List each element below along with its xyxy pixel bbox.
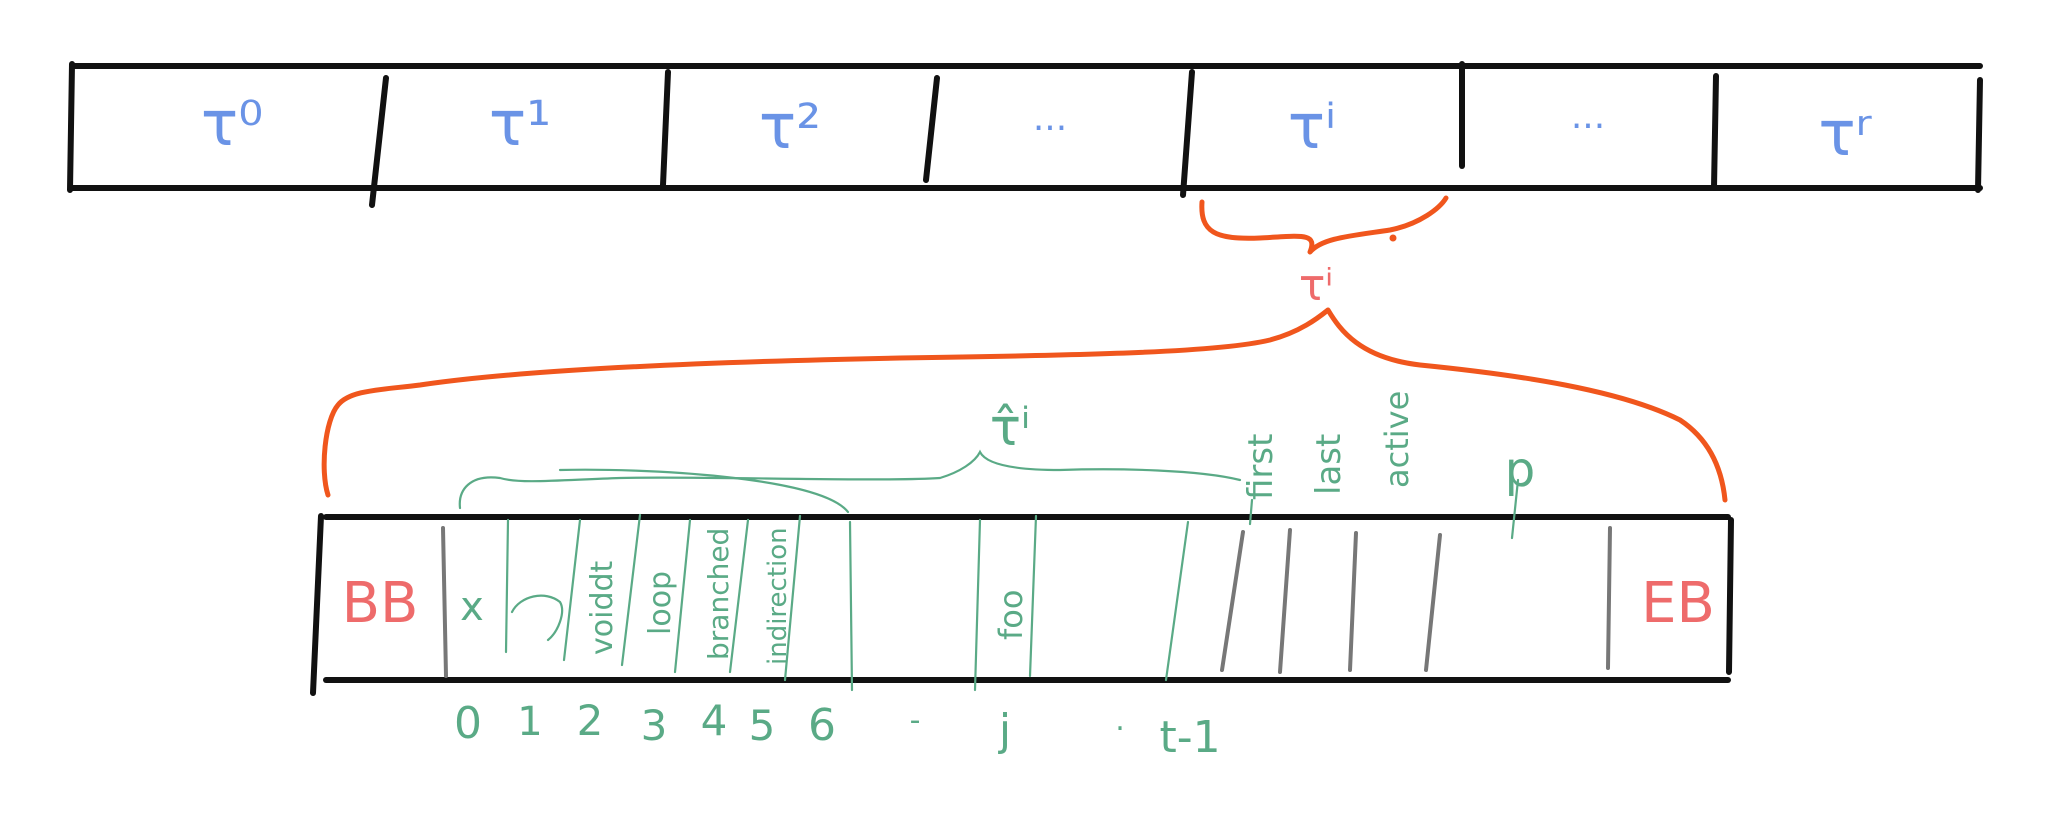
slot-divider-green-8 (1028, 514, 1038, 678)
slot-word-1: loop (643, 571, 678, 635)
top-cell-2: τ² (759, 90, 821, 163)
index-3: 3 (641, 701, 668, 750)
index-j: j (998, 705, 1011, 756)
pointer-first-label: first (1241, 434, 1281, 500)
slot-divider-gray-4 (1424, 533, 1442, 672)
slot-foo-label: foo (992, 590, 1030, 640)
top-cell-4: τⁱ (1288, 90, 1336, 163)
slot-divider-green-4 (728, 518, 750, 674)
large-brace (321, 307, 1728, 503)
slot-word-2: branched (702, 528, 735, 660)
slot-divider-gray-1 (1220, 530, 1245, 672)
green-brace (458, 449, 1242, 510)
slot-divider-green-2 (620, 513, 642, 667)
p-pointer (1510, 478, 1520, 540)
bottom-array: BB EB x voiddt loop branched indirection… (310, 391, 1734, 696)
selected-trace-label: τⁱ (1299, 260, 1333, 311)
green-brace-arc (558, 468, 850, 514)
top-divider-6 (1711, 73, 1719, 191)
index-6: 6 (808, 700, 836, 751)
index-5: 5 (749, 701, 776, 750)
begin-block-label: BB (342, 571, 419, 636)
pointer-last-label: last (1309, 434, 1349, 495)
index-dot: . (1115, 703, 1125, 738)
slot-word-3: indirection (763, 527, 793, 665)
first-pointer (1248, 498, 1254, 526)
top-cell-6: τʳ (1818, 97, 1872, 170)
slot-divider-gray-2 (1278, 528, 1292, 674)
top-divider-4 (1180, 69, 1195, 198)
slot-divider-green-0 (504, 518, 510, 654)
slot-divider-green-9 (1164, 520, 1190, 682)
slot-scribble (510, 594, 564, 642)
end-block-label: EB (1641, 571, 1715, 636)
top-cell-1: τ¹ (489, 87, 551, 160)
top-divider-7 (1975, 77, 1983, 193)
bottom-right-bound (1726, 517, 1734, 675)
small-brace-dot (1389, 234, 1397, 242)
top-cell-5: ... (1571, 96, 1605, 137)
top-cell-0: τ⁰ (201, 87, 263, 160)
index-dash: - (910, 703, 921, 738)
top-divider-0 (67, 61, 75, 193)
slot-divider-green-5 (783, 514, 802, 682)
index-4: 4 (701, 696, 728, 745)
small-brace (1199, 195, 1449, 255)
slot-word-0: voiddt (585, 560, 620, 655)
pointer-p-label: p (1505, 442, 1535, 498)
top-divider-1 (369, 75, 389, 208)
bottom-left-bound (310, 513, 324, 696)
top-divider-2 (660, 69, 671, 188)
slot-divider-gray-0 (441, 526, 448, 678)
slot-divider-green-3 (673, 518, 692, 674)
index-0: 0 (454, 698, 482, 749)
slot-divider-green-6 (848, 520, 854, 692)
slot-divider-green-1 (562, 518, 582, 662)
pointer-active-label: active (1378, 391, 1416, 488)
slot-divider-green-7 (973, 518, 982, 692)
top-cell-3: ... (1033, 98, 1067, 139)
index-2: 2 (577, 696, 604, 745)
slot-divider-gray-3 (1348, 531, 1358, 672)
top-divider-3 (923, 75, 940, 183)
index-t-minus-1: t-1 (1159, 712, 1220, 763)
index-row: 0 1 2 3 4 5 6 - j . t-1 (454, 696, 1221, 763)
slot-x-label: x (460, 584, 484, 630)
slot-divider-gray-5 (1606, 526, 1612, 670)
top-array: τ⁰ τ¹ τ² ... τⁱ ... τʳ (67, 61, 1983, 208)
expanded-trace-label: τ̂ⁱ (990, 398, 1031, 458)
index-1: 1 (517, 699, 542, 745)
